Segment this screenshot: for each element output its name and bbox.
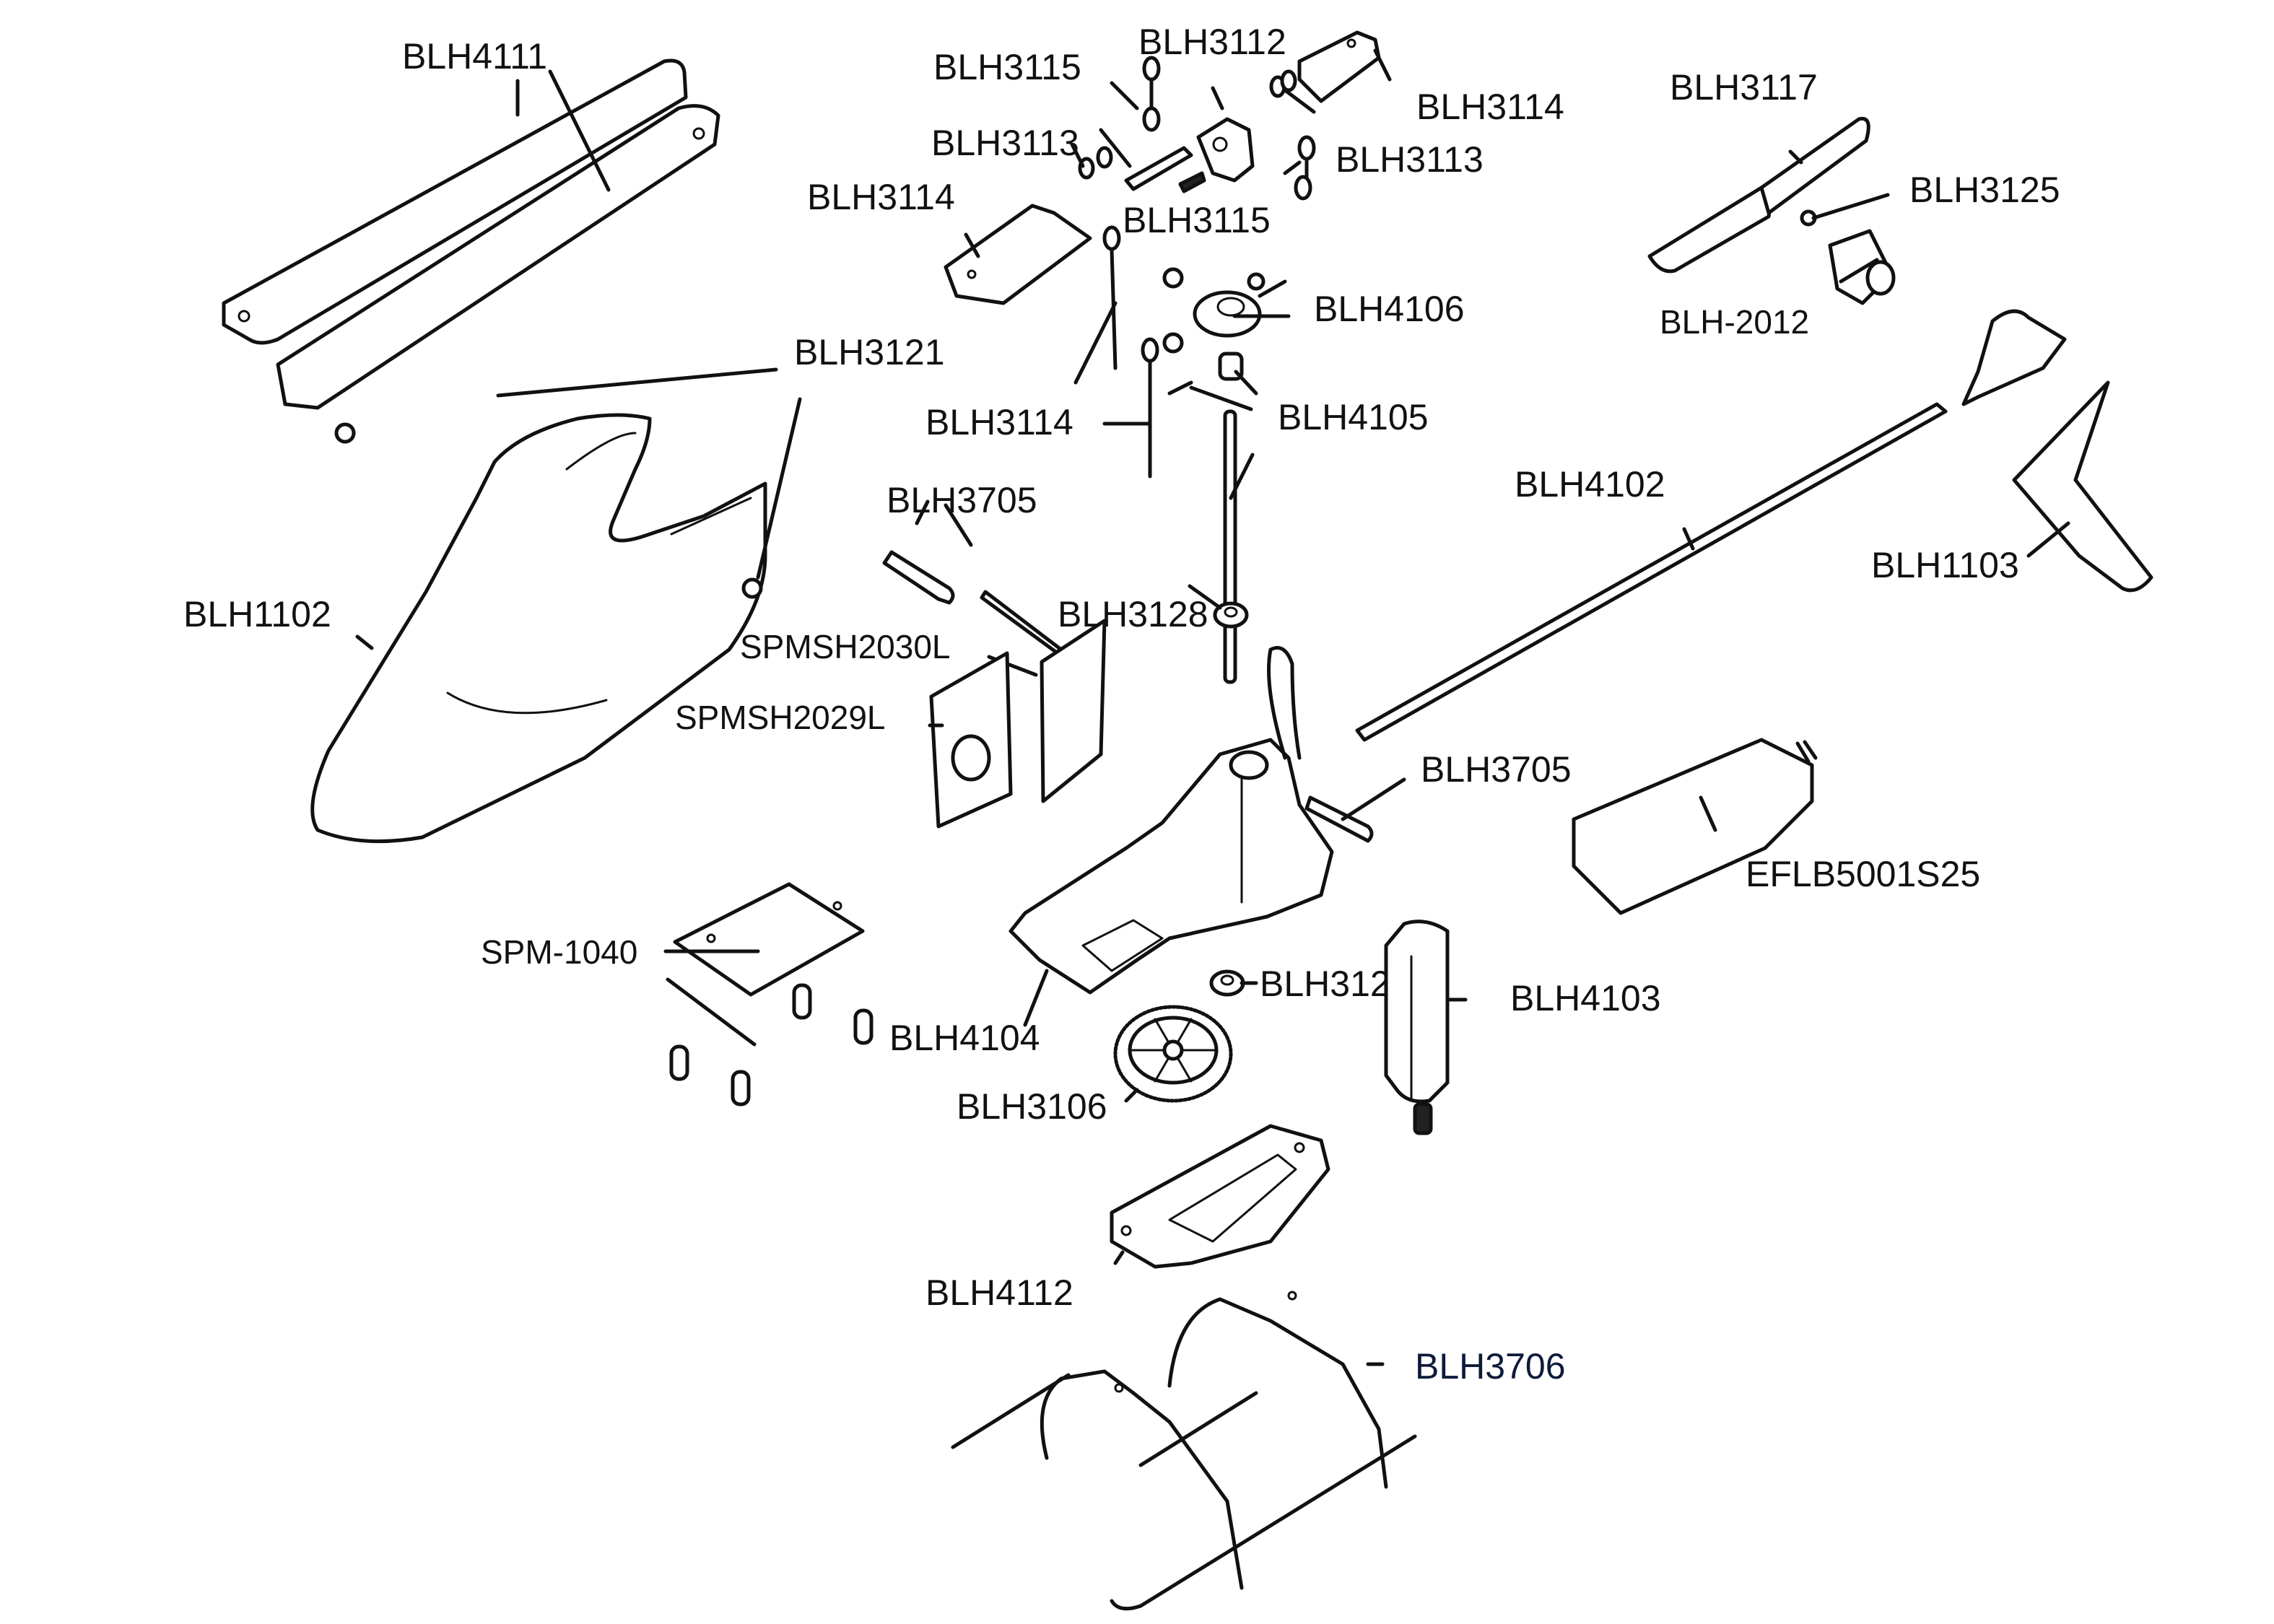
label-blh3114-left: BLH3114 — [807, 177, 955, 217]
label-blh3705-boom: BLH3705 — [1421, 749, 1572, 790]
center-hub — [1196, 117, 1255, 183]
main-rotor-blades — [222, 58, 720, 410]
bearing-upper — [1213, 601, 1249, 629]
servo-2029 — [929, 651, 1013, 829]
leader-main-shaft — [1229, 453, 1255, 500]
tail-motor — [1828, 229, 1896, 305]
label-blh1102: BLH1102 — [183, 594, 331, 634]
leader-blh4104 — [1023, 969, 1049, 1027]
leader-blh3114-left — [964, 232, 980, 258]
label-blh3113-right: BLH3113 — [1336, 139, 1484, 180]
main-motor — [1384, 920, 1450, 1135]
label-blh3125: BLH3125 — [1909, 170, 2060, 210]
leader-blh3106 — [1124, 1088, 1139, 1103]
label-blh3117: BLH3117 — [1670, 67, 1818, 108]
leader-blh4105-b — [1189, 385, 1253, 411]
leader-blh3113-left-b — [1070, 142, 1085, 168]
leader-blh2012 — [1839, 258, 1879, 284]
leader-blh1103 — [2026, 521, 2070, 558]
collar — [1167, 352, 1244, 396]
linkage-top — [1142, 56, 1161, 132]
label-blh3113-left: BLH3113 — [931, 123, 1079, 163]
label-blh1103: BLH1103 — [1871, 545, 2019, 585]
label-spmsh2029l: SPMSH2029L — [675, 699, 886, 736]
leader-blh3113-right — [1283, 88, 1316, 114]
leader-blh3121-b — [756, 397, 802, 580]
label-blh3114-right: BLH3114 — [1416, 87, 1564, 127]
leader-blh3121-a — [496, 367, 778, 398]
tail-fin — [2012, 380, 2153, 593]
servo-2030 — [1040, 619, 1107, 803]
tail-boom — [1355, 309, 2067, 742]
leader-blh4112 — [1113, 1250, 1125, 1265]
leader-eflb5001s25 — [1699, 795, 1717, 832]
label-eflb5001s25: EFLB5001S25 — [1746, 854, 1980, 894]
label-spmsh2030l: SPMSH2030L — [740, 628, 951, 665]
battery-tray — [1110, 1124, 1330, 1269]
main-shaft — [1223, 409, 1237, 684]
label-spm1040: SPM-1040 — [481, 933, 637, 971]
leader-blh3112 — [1211, 86, 1224, 110]
label-blh3705-mounts: BLH3705 — [886, 480, 1037, 520]
label-blh4104: BLH4104 — [889, 1018, 1040, 1058]
label-blh4102: BLH4102 — [1515, 464, 1665, 505]
battery — [1572, 738, 1818, 915]
leader-blh3115-right — [1283, 160, 1302, 175]
label-blh3128-upper: BLH3128 — [1058, 594, 1208, 634]
leader-blh3114-pushrod-a — [1073, 301, 1118, 385]
boom-mount-rod — [1304, 795, 1374, 843]
label-blh3115-top: BLH3115 — [933, 47, 1081, 87]
label-blh2012: BLH-2012 — [1660, 303, 1809, 341]
linkage-right — [1294, 135, 1316, 201]
tail-rotor-blade — [1647, 116, 1870, 274]
leader-blh3125 — [1811, 193, 1890, 220]
blade-grip-left — [944, 204, 1092, 305]
canopy — [310, 413, 767, 844]
label-blh3121: BLH3121 — [794, 332, 945, 372]
bearing-lower — [1209, 969, 1245, 997]
blade-grip-right — [1297, 30, 1381, 103]
leader-blh3117 — [1788, 149, 1803, 165]
label-blh4112: BLH4112 — [925, 1272, 1073, 1313]
swashplate — [1162, 267, 1287, 354]
label-blh4105: BLH4105 — [1278, 397, 1429, 437]
leader-blh3705-b — [944, 503, 973, 547]
label-blh3112: BLH3112 — [1138, 22, 1286, 62]
dampers — [669, 983, 874, 1106]
leader-blh4111-b — [548, 69, 611, 192]
leader-blh3113-left — [1099, 128, 1132, 168]
label-blh3706: BLH3706 — [1415, 1346, 1566, 1387]
main-gear — [1113, 1005, 1233, 1103]
leader-blh3705-boom — [1341, 777, 1406, 821]
leader-blh4102 — [1682, 527, 1695, 551]
label-blh4111: BLH4111 — [402, 36, 547, 77]
main-frame — [1009, 646, 1334, 995]
receiver — [673, 882, 865, 997]
servo-pushrod — [1102, 225, 1159, 479]
label-blh4106: BLH4106 — [1314, 289, 1465, 329]
label-blh3106: BLH3106 — [957, 1086, 1107, 1127]
label-blh3115-right: BLH3115 — [1123, 200, 1271, 240]
spindle — [1078, 69, 1297, 193]
leader-spm1040-b — [666, 977, 757, 1047]
leader-blh3115-top — [1110, 81, 1139, 110]
landing-gear — [951, 1291, 1417, 1611]
leader-blh1102 — [355, 634, 374, 650]
leader-blh3705-a — [915, 499, 930, 525]
label-blh4103: BLH4103 — [1510, 978, 1661, 1018]
label-blh3114-pushrod: BLH3114 — [925, 402, 1073, 442]
leader-blh3114-right — [1373, 48, 1392, 82]
leader-blh3128-upper — [1188, 584, 1222, 610]
leader-blh4105-a — [1234, 370, 1258, 396]
